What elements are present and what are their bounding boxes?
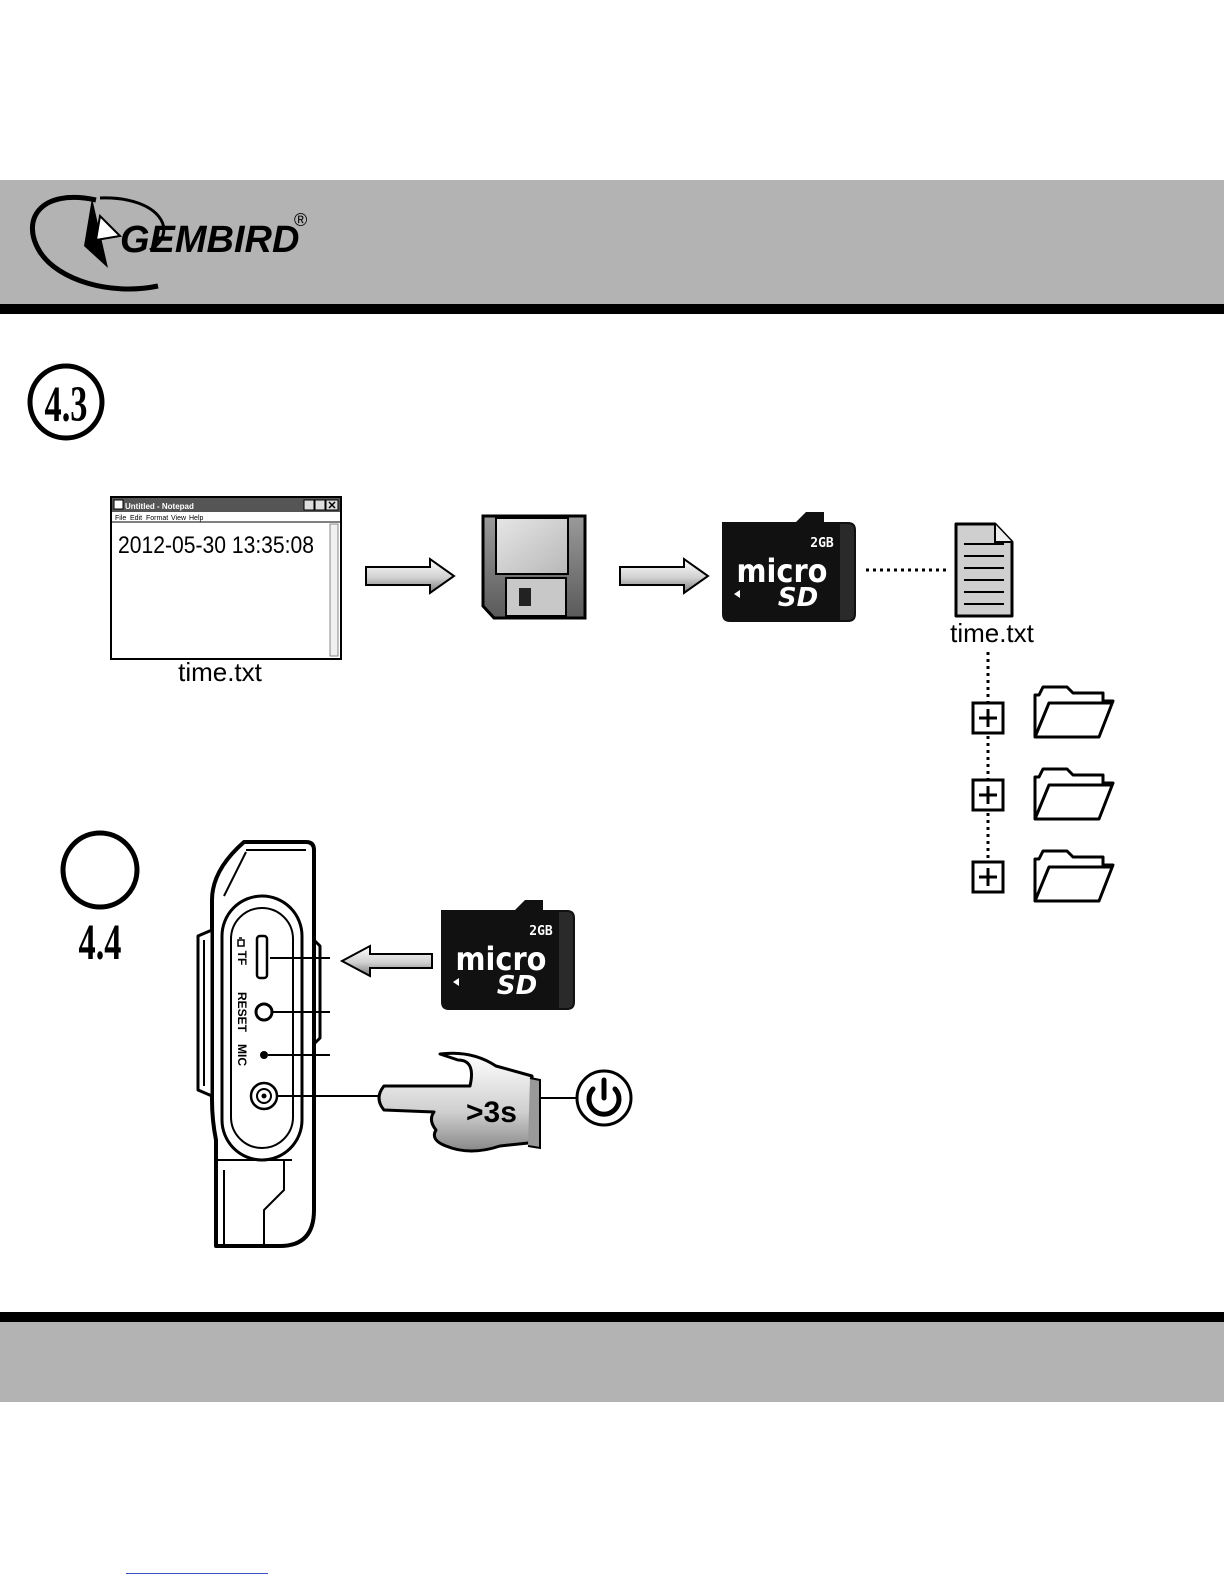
- arrow-left-icon: [342, 946, 432, 976]
- sd-brand-bottom: SD: [778, 583, 818, 613]
- folder-icon[interactable]: [1035, 687, 1113, 737]
- expand-icon[interactable]: [973, 780, 1003, 810]
- microsd-card-icon: 2GB micro SD: [722, 512, 856, 622]
- text-document-icon: [956, 524, 1012, 616]
- menu-edit[interactable]: Edit: [130, 515, 142, 522]
- menu-format[interactable]: Format: [146, 515, 168, 522]
- folder-icon[interactable]: [1035, 851, 1113, 901]
- notepad-window: Untitled - Notepad File Edit Format View…: [111, 497, 341, 659]
- menu-help[interactable]: Help: [189, 515, 204, 522]
- section-4-3-badge: 4.3: [30, 366, 102, 438]
- notepad-caption: time.txt: [178, 657, 263, 687]
- notepad-content: 2012-05-30 13:35:08: [118, 532, 314, 559]
- microsd-card-icon: 2GB micro SD: [441, 900, 575, 1010]
- pointing-hand-icon: >3s: [379, 1053, 540, 1151]
- arrow-right-icon: [620, 559, 708, 593]
- window-controls: [304, 500, 338, 510]
- menu-view[interactable]: View: [171, 515, 187, 522]
- menu-file[interactable]: File: [115, 515, 126, 522]
- notepad-title: Untitled - Notepad: [125, 502, 194, 511]
- minimize-icon[interactable]: [304, 500, 314, 510]
- expand-icon[interactable]: [973, 703, 1003, 733]
- section-4-4-badge: 4.4: [63, 833, 137, 971]
- mic-label: MIC: [235, 1044, 249, 1066]
- arrow-right-icon: [366, 559, 454, 593]
- section-4-3-number: 4.3: [45, 376, 88, 432]
- sd-brand-bottom: SD: [497, 971, 537, 1001]
- maximize-icon[interactable]: [315, 500, 325, 510]
- registered-mark: ®: [294, 210, 307, 230]
- expand-icon[interactable]: [973, 862, 1003, 892]
- brand-name: GEMBIRD: [120, 219, 299, 261]
- device-side-view: [198, 842, 386, 1246]
- sd-capacity: 2GB: [810, 536, 834, 551]
- section-4-4-number: 4.4: [79, 915, 122, 971]
- folder-icon[interactable]: [1035, 769, 1113, 819]
- notepad-scrollbar[interactable]: [330, 524, 338, 656]
- tf-label: TF: [235, 951, 249, 966]
- gembird-logo: GEMBIRD ®: [32, 197, 307, 289]
- reset-label: RESET: [235, 992, 249, 1033]
- hold-duration-label: >3s: [466, 1096, 517, 1129]
- power-icon: [577, 1071, 631, 1125]
- file-tree-file-label: time.txt: [950, 618, 1035, 648]
- floppy-disk-icon: [483, 516, 585, 618]
- sd-capacity: 2GB: [529, 924, 553, 939]
